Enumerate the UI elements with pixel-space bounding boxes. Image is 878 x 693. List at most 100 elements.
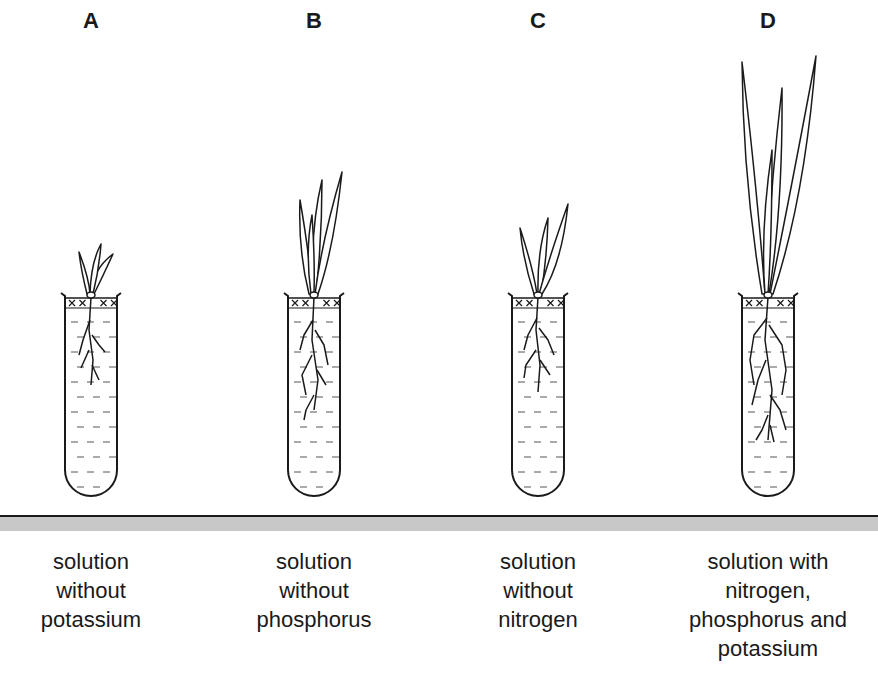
liquid-mark <box>87 322 94 323</box>
liquid-mark <box>770 487 777 488</box>
tube-letter: D <box>760 8 776 34</box>
liquid-mark <box>748 442 755 443</box>
liquid-mark <box>764 442 771 443</box>
liquid-mark <box>764 352 771 353</box>
tube-letter: C <box>530 8 546 34</box>
liquid-mark <box>786 337 793 338</box>
plug-mark <box>548 300 554 306</box>
liquid-mark <box>550 472 557 473</box>
leaf <box>520 228 537 294</box>
liquid-mark <box>332 427 339 428</box>
plug-mark <box>80 300 86 306</box>
liquid-mark <box>326 412 333 413</box>
seed <box>310 292 318 298</box>
tube-caption: solution with nitrogen, phosphorus and p… <box>673 547 863 663</box>
liquid-mark <box>754 457 761 458</box>
liquid-mark <box>326 352 333 353</box>
root <box>540 360 550 375</box>
test-tube <box>61 293 121 496</box>
liquid-mark <box>77 427 84 428</box>
root <box>524 318 537 350</box>
liquid-mark <box>316 367 323 368</box>
root <box>315 330 328 365</box>
liquid-mark <box>780 442 787 443</box>
liquid-mark <box>300 457 307 458</box>
tube-caption: solution without nitrogen <box>463 547 613 634</box>
liquid-mark <box>332 397 339 398</box>
liquid-mark <box>748 472 755 473</box>
liquid-mark <box>332 367 339 368</box>
liquid-mark <box>310 382 317 383</box>
bench-edge <box>0 515 878 517</box>
liquid-mark <box>87 472 94 473</box>
tube-wall <box>738 293 798 496</box>
liquid-mark <box>332 457 339 458</box>
liquid-mark <box>518 472 525 473</box>
liquid-mark <box>786 397 793 398</box>
leaf <box>90 244 101 294</box>
plants <box>79 56 816 442</box>
plug-mark <box>778 300 784 306</box>
liquid-mark <box>93 487 100 488</box>
leaf <box>770 56 816 294</box>
root <box>756 415 768 440</box>
liquid-mark <box>534 472 541 473</box>
liquid-mark <box>71 412 78 413</box>
liquid-mark <box>326 472 333 473</box>
liquid-mark <box>71 352 78 353</box>
liquid-mark <box>556 427 563 428</box>
plug-mark <box>746 300 752 306</box>
root <box>92 365 99 380</box>
liquid-mark <box>326 382 333 383</box>
liquid-mark <box>93 397 100 398</box>
root <box>536 297 540 392</box>
liquid-mark <box>71 382 78 383</box>
liquid-mark <box>556 337 563 338</box>
liquid-mark <box>316 487 323 488</box>
root <box>312 297 318 410</box>
liquid-mark <box>770 457 777 458</box>
liquid-mark <box>770 367 777 368</box>
liquid-mark <box>93 367 100 368</box>
liquid-mark <box>518 442 525 443</box>
liquid-mark <box>786 427 793 428</box>
liquid-mark <box>534 382 541 383</box>
liquid-mark <box>754 427 761 428</box>
liquid-mark <box>540 457 547 458</box>
liquid-mark <box>103 412 110 413</box>
liquid-mark <box>534 412 541 413</box>
liquid-mark <box>754 397 761 398</box>
root <box>92 335 105 352</box>
liquid-mark <box>71 472 78 473</box>
liquid-mark <box>77 457 84 458</box>
liquid-mark <box>109 457 116 458</box>
liquid-mark <box>332 337 339 338</box>
liquid-mark <box>316 457 323 458</box>
liquid-mark <box>109 427 116 428</box>
liquid-mark <box>77 337 84 338</box>
plug-mark <box>527 300 533 306</box>
test-tube <box>284 293 344 496</box>
liquid-mark <box>754 367 761 368</box>
liquid-mark <box>316 397 323 398</box>
tube-wall <box>508 293 568 496</box>
root <box>304 395 314 420</box>
liquid-mark <box>103 442 110 443</box>
leaf <box>308 215 314 294</box>
liquid-mark <box>786 457 793 458</box>
liquid-mark <box>310 442 317 443</box>
liquid-mark <box>518 352 525 353</box>
plug-mark <box>101 300 107 306</box>
root <box>769 325 786 395</box>
plug-mark <box>334 300 340 306</box>
liquid-mark <box>300 397 307 398</box>
root <box>539 328 554 355</box>
leaf <box>539 204 568 294</box>
liquid-mark <box>540 367 547 368</box>
root <box>302 355 312 395</box>
liquid-mark <box>550 382 557 383</box>
leaf <box>79 252 90 294</box>
liquid-mark <box>294 322 301 323</box>
liquid-mark <box>77 487 84 488</box>
liquid-mark <box>540 427 547 428</box>
